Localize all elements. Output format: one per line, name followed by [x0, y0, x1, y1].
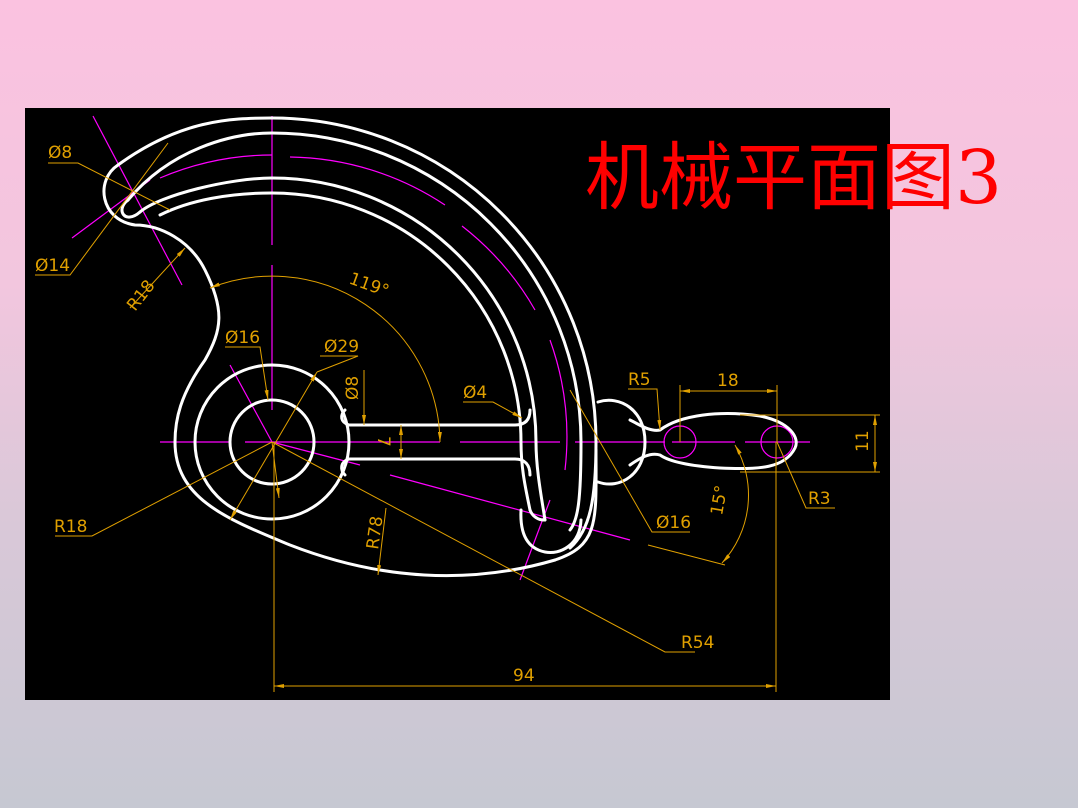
- dim-label-height-11: 11: [853, 430, 873, 452]
- dim-label-d8-slot: Ø8: [343, 376, 363, 400]
- dim-label-len-18: 18: [717, 371, 739, 391]
- dim-label-r18-left: R18: [54, 517, 87, 537]
- dim-label-r3: R3: [808, 489, 831, 509]
- dim-label-d29-hub: Ø29: [324, 337, 359, 357]
- dimension-lines: [35, 142, 880, 692]
- dim-label-d4: Ø4: [463, 383, 487, 403]
- cad-drawing-panel: Ø8 Ø14 R18 119° Ø16 Ø29 Ø8 7 Ø4 R5 18 11…: [25, 108, 890, 700]
- dim-label-d14: Ø14: [35, 256, 70, 276]
- dim-label-d16-right: Ø16: [656, 513, 691, 533]
- dim-label-r5: R5: [628, 370, 651, 390]
- dim-label-slot-width: 7: [373, 436, 393, 447]
- dim-label-angle-15: 15°: [707, 484, 732, 517]
- dim-label-d16-hub: Ø16: [225, 328, 260, 348]
- mechanical-drawing: Ø8 Ø14 R18 119° Ø16 Ø29 Ø8 7 Ø4 R5 18 11…: [35, 115, 880, 692]
- slide-title: 机械平面图3: [585, 135, 1003, 221]
- dim-label-r78: R78: [363, 515, 387, 551]
- dim-label-len-94: 94: [513, 666, 535, 686]
- dim-label-d8-top: Ø8: [48, 143, 72, 163]
- dim-label-r54: R54: [681, 633, 714, 653]
